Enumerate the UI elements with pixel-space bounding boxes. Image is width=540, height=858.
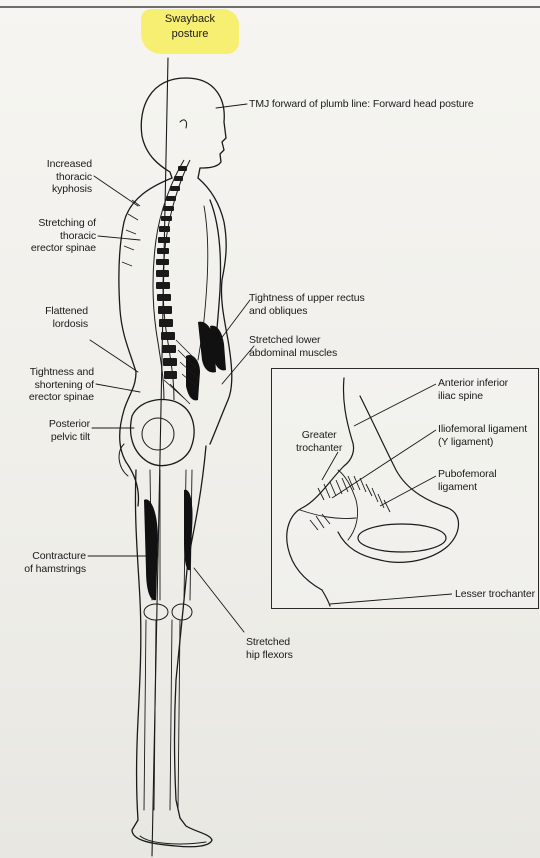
label-greater-trochanter: Greater trochanter [296,429,342,454]
ilium-edge [343,378,353,466]
label-iliofemoral-ligament: Iliofemoral ligament (Y ligament) [438,423,527,448]
inset-leader-lines [322,384,452,604]
label-rectus: Tightness of upper rectus and obliques [249,292,365,317]
label-lesser-trochanter: Lesser trochanter [455,588,535,601]
label-erector-stretch: Stretching of thoracic erector spinae [4,217,96,255]
obturator [358,524,446,552]
label-hamstrings: Contracture of hamstrings [6,550,86,575]
label-erector-tight: Tightness and shortening of erector spin… [4,366,94,404]
label-abdominal: Stretched lower abdominal muscles [249,334,337,359]
label-hip-flexors: Stretched hip flexors [246,636,293,661]
femur-head [287,466,344,590]
label-anterior-iliac-spine: Anterior inferior iliac spine [438,377,508,402]
label-lordosis: Flattened lordosis [10,305,88,330]
label-kyphosis: Increased thoracic kyphosis [10,158,92,196]
ligament-fibers [310,476,390,530]
label-tmj: TMJ forward of plumb line: Forward head … [249,98,474,111]
label-pelvic-tilt: Posterior pelvic tilt [10,418,90,443]
label-pubofemoral-ligament: Pubofemoral ligament [438,468,496,493]
